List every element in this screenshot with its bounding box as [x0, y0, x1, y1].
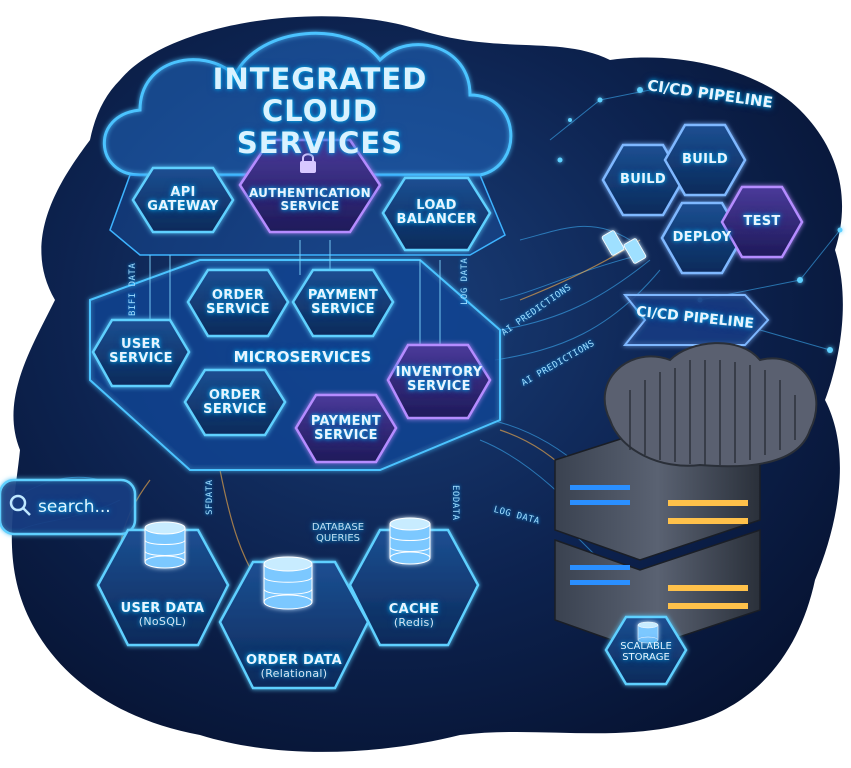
order-service-top-hex[interactable] — [186, 268, 290, 338]
database-icon — [144, 517, 659, 644]
test-label: TEST — [743, 214, 781, 229]
cache-hex[interactable] — [348, 528, 480, 647]
payment-service-bottom-hex[interactable] — [294, 393, 398, 464]
cloud-icon — [102, 31, 513, 177]
sfdata-label: SFDATA — [205, 479, 215, 515]
title-line-2: CLOUD SERVICES — [236, 93, 404, 160]
cache-label: CACHE (Redis) — [388, 602, 440, 630]
load-balancer-hex[interactable] — [381, 176, 492, 252]
build-label-2: BUILD — [682, 152, 728, 167]
payment-service-top-hex[interactable] — [291, 268, 395, 338]
test-hex[interactable] — [720, 185, 804, 259]
bifi-data-label: BIFI DATA — [128, 262, 138, 316]
microservices-platform — [89, 259, 501, 471]
database-hexes — [96, 528, 480, 690]
log-data-label-1: LOG DATA — [460, 257, 470, 305]
auth-service-hex[interactable] — [238, 138, 382, 234]
search-input[interactable]: search... — [38, 497, 111, 517]
cicd-hexes — [601, 123, 804, 275]
build-hex-2[interactable] — [663, 123, 747, 197]
microservices-label: MICROSERVICES — [233, 348, 372, 366]
title-line-1: INTEGRATED — [212, 62, 428, 96]
search-bar[interactable] — [0, 478, 137, 536]
search-icon — [9, 494, 31, 516]
inventory-service-hex[interactable] — [386, 343, 492, 420]
user-data-hex[interactable] — [96, 528, 230, 647]
microservice-hexes — [91, 268, 492, 464]
user-service-hex[interactable] — [91, 318, 191, 388]
scalable-storage-hex[interactable] — [604, 615, 688, 686]
gateway-hexes — [131, 138, 492, 252]
cable-connectors — [601, 230, 647, 264]
server-icon — [554, 342, 818, 651]
build-label-1: BUILD — [620, 172, 666, 187]
eodata-label: EODATA — [450, 485, 460, 521]
order-service-bottom-hex[interactable] — [183, 368, 287, 437]
user-data-label: USER DATA (NoSQL) — [120, 601, 205, 629]
lock-icon — [300, 153, 316, 173]
order-data-label: ORDER DATA (Relational) — [245, 653, 343, 681]
page-title: INTEGRATED CLOUD SERVICES — [175, 62, 465, 160]
deploy-label: DEPLOY — [672, 230, 732, 245]
api-gateway-hex[interactable] — [131, 166, 235, 234]
cicd-arrow-banner — [622, 294, 770, 346]
